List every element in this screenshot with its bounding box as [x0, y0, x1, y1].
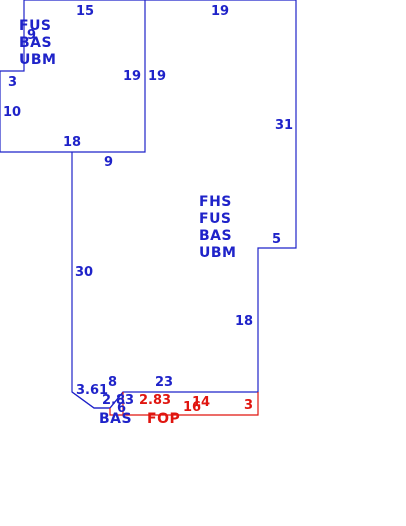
dim-ul-bottom: 18 — [63, 135, 81, 150]
dim-ul-inner: 9 — [27, 28, 36, 43]
porch-area-label: FOP — [147, 411, 180, 427]
dim-main-top: 19 — [211, 4, 229, 19]
main-area-label-1: FHS — [199, 194, 232, 210]
porch-dim-1: 2.83 — [139, 393, 171, 408]
bay-outline — [71, 391, 124, 409]
upper-left-area-label-2: BAS — [19, 35, 52, 51]
porch-dim-4: 3 — [244, 398, 253, 413]
dim-bay-c: 2.83 — [102, 393, 134, 408]
dim-ul-notch: 3 — [8, 75, 17, 90]
porch-dim-2: 16 — [183, 400, 201, 415]
main-area-label-2: FUS — [199, 211, 232, 227]
dim-main-bottom: 23 — [155, 375, 173, 390]
dim-main-right: 31 — [275, 118, 293, 133]
upper-left-area-label-3: UBM — [19, 52, 56, 68]
upper-left-area-label-1: FUS — [19, 18, 52, 34]
porch-dim-3: 14 — [192, 395, 210, 410]
bay-area-label: BAS — [99, 411, 132, 427]
dim-ul-top: 15 — [76, 4, 94, 19]
porch-outline — [109, 392, 259, 416]
main-area-label-4: UBM — [199, 245, 236, 261]
dim-ul-right: 19 — [123, 69, 141, 84]
upper-left-block-outline — [0, 0, 146, 153]
dim-main-step: 9 — [104, 155, 113, 170]
dim-bay-a: 3.61 — [76, 383, 108, 398]
dim-main-left: 30 — [75, 265, 93, 280]
dim-main-right-lower: 18 — [235, 314, 253, 329]
dim-main-jog: 5 — [272, 232, 281, 247]
dim-bay-d: 6 — [117, 401, 126, 416]
main-block-outline — [71, 0, 297, 409]
dim-ul-left: 10 — [3, 105, 21, 120]
main-area-label-3: BAS — [199, 228, 232, 244]
dim-main-left-top: 19 — [148, 69, 166, 84]
dim-bay-b: 8 — [108, 375, 117, 390]
